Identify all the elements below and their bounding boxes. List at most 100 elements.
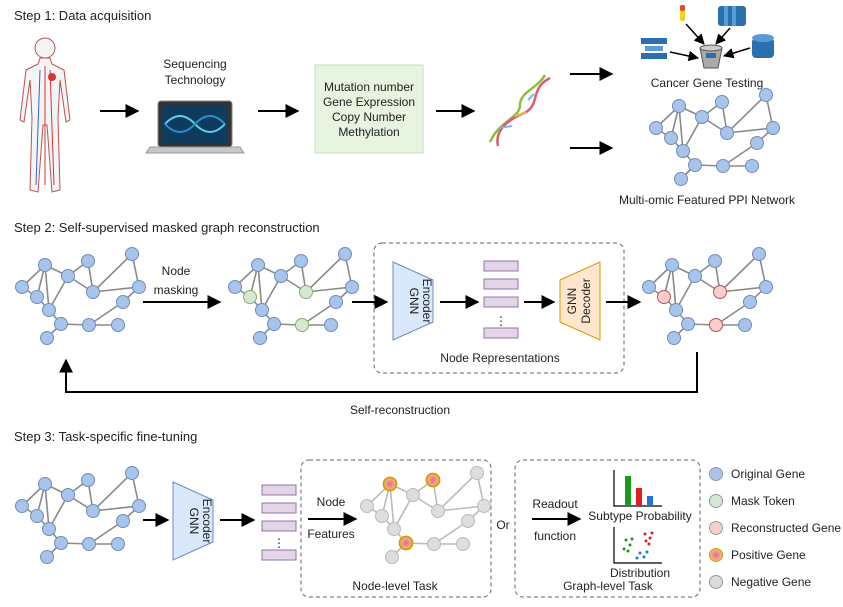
graph-node <box>38 477 52 491</box>
scatter-plot-icon <box>613 527 662 564</box>
representation-vectors-step2 <box>483 260 519 339</box>
svg-text:GNN: GNN <box>565 288 579 315</box>
graph-node <box>329 295 343 309</box>
graph-node <box>688 158 702 172</box>
node-masking-label-1: Node <box>162 264 191 278</box>
legend-swatch <box>709 494 723 508</box>
omics-item-methylation: Methylation <box>338 125 399 139</box>
input-graph-step2 <box>15 247 146 345</box>
graph-node <box>125 466 139 480</box>
graph-node <box>38 258 52 272</box>
legend-swatch <box>709 548 723 562</box>
legend-swatch <box>709 575 723 589</box>
self-reconstruction-label: Self-reconstruction <box>350 403 450 417</box>
graph-node <box>15 280 29 294</box>
graph-node <box>745 159 759 173</box>
graph-node <box>228 280 242 294</box>
graph-node <box>385 550 399 564</box>
graph-node <box>752 247 766 261</box>
graph-node <box>30 290 44 304</box>
omics-item-expression: Gene Expression <box>323 95 415 109</box>
graph-node <box>665 258 679 272</box>
graph-node <box>750 136 764 150</box>
cylinder-icon <box>752 34 774 58</box>
omics-box <box>314 64 424 154</box>
graph-node <box>713 285 727 299</box>
ellipsis-step3: ⋮ <box>273 536 285 550</box>
graph-node <box>81 473 95 487</box>
graph-node <box>649 121 663 135</box>
graph-node <box>116 295 130 309</box>
graph-node <box>743 295 757 309</box>
graph-node <box>470 466 484 480</box>
graph-node <box>81 254 95 268</box>
graph-node <box>382 476 398 492</box>
graph-node <box>274 269 288 283</box>
svg-text:Encoder: Encoder <box>420 279 434 324</box>
ppi-network-label: Multi-omic Featured PPI Network <box>619 193 796 207</box>
step3-title: Step 3: Task-specific fine-tuning <box>14 429 197 444</box>
legend-label: Reconstructed Gene <box>731 521 841 535</box>
graph-node <box>360 499 374 513</box>
graph-node <box>243 290 257 304</box>
distribution-label: Distribution <box>610 566 670 580</box>
node-level-graph <box>360 466 491 564</box>
input-graph-step3 <box>15 466 146 564</box>
graph-node <box>253 331 267 345</box>
subtype-probability-label: Subtype Probability <box>588 509 691 523</box>
representation-vectors-step3 <box>261 484 297 561</box>
graph-node <box>688 269 702 283</box>
graph-node <box>720 126 734 140</box>
omics-item-mutation: Mutation number <box>324 80 414 94</box>
arrow-self-reconstruction <box>59 352 698 393</box>
graph-node <box>116 514 130 528</box>
graph-node <box>676 144 690 158</box>
thermometer-icon <box>680 5 685 21</box>
graph-node <box>427 537 441 551</box>
legend-label: Mask Token <box>731 494 795 508</box>
gnn-encoder-step3: GNN Encoder <box>172 481 214 561</box>
node-level-task-box <box>300 459 492 598</box>
svg-text:Decoder: Decoder <box>579 278 593 323</box>
graph-node <box>738 318 752 332</box>
graph-node <box>42 522 56 536</box>
server-stack-icon <box>718 6 746 26</box>
graph-node <box>425 472 441 488</box>
graph-node <box>477 499 491 513</box>
graph-node <box>111 318 125 332</box>
graph-node <box>667 331 681 345</box>
graph-node <box>398 535 414 551</box>
readout-label-1: Readout <box>532 497 578 511</box>
graphs-layer <box>15 88 780 564</box>
step2-title: Step 2: Self-supervised masked graph rec… <box>14 220 320 235</box>
graph-node <box>61 488 75 502</box>
step1-title: Step 1: Data acquisition <box>14 8 151 23</box>
layers-icon <box>641 38 667 59</box>
graph-node <box>431 504 445 518</box>
masked-graph <box>228 247 359 345</box>
node-features-label-1: Node <box>317 495 346 509</box>
node-level-task-label: Node-level Task <box>352 579 438 593</box>
graph-node <box>642 280 656 294</box>
graph-node <box>681 317 695 331</box>
node-masking-label-2: masking <box>154 283 199 297</box>
svg-text:GNN: GNN <box>187 508 201 535</box>
graph-node <box>86 285 100 299</box>
graph-node <box>267 317 281 331</box>
legend-swatch <box>709 467 723 481</box>
readout-label-2: function <box>534 529 576 543</box>
graph-node <box>111 537 125 551</box>
graph-node <box>251 258 265 272</box>
graph-node <box>82 537 96 551</box>
ellipsis-step2: ⋮ <box>495 314 507 328</box>
omics-item-copy-number: Copy Number <box>332 110 406 124</box>
graph-node <box>674 172 688 186</box>
node-features-label-2: Features <box>307 527 354 541</box>
graph-node <box>716 159 730 173</box>
or-label: Or <box>496 518 509 532</box>
graph-node <box>299 285 313 299</box>
graph-node <box>338 247 352 261</box>
graph-node <box>15 499 29 513</box>
graph-node <box>82 318 96 332</box>
